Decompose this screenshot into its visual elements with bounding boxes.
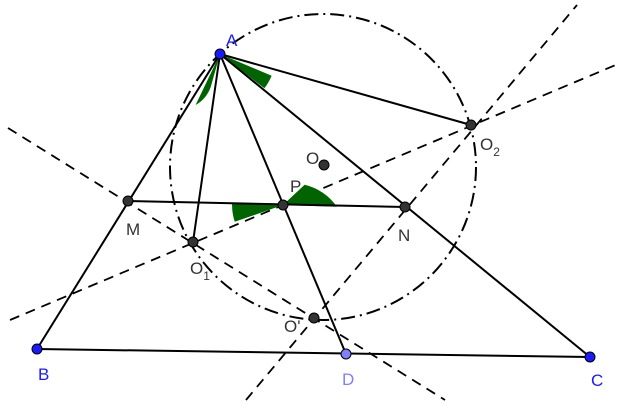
point-o-prime: [308, 312, 320, 324]
point-a: [214, 48, 226, 60]
point-m: [122, 195, 134, 207]
label-d: D: [342, 370, 354, 389]
label-p: P: [290, 177, 301, 196]
dashed-line-upper: [245, 4, 578, 401]
line-mn: [127, 200, 406, 208]
point-d: [340, 348, 352, 360]
dashed-line-left: [7, 127, 446, 401]
angle-mark-a-left: [195, 54, 220, 105]
point-o1: [187, 236, 199, 248]
circumcircle: [169, 13, 477, 321]
point-c: [584, 351, 596, 363]
label-o2: O2: [480, 135, 500, 159]
point-p: [277, 199, 289, 211]
label-b: B: [38, 365, 49, 384]
point-n: [399, 201, 411, 213]
label-o-prime: O': [284, 317, 300, 336]
label-o2-main: O: [480, 135, 493, 154]
label-o1: O1: [190, 259, 210, 283]
line-bc: [36, 348, 591, 358]
angle-mark-a-right: [220, 54, 272, 89]
label-o: O: [306, 149, 319, 168]
angle-mark-p-right: [283, 184, 337, 207]
label-c: C: [591, 371, 603, 390]
label-o1-main: O: [190, 259, 203, 278]
point-o: [318, 159, 330, 171]
label-o2-sub: 2: [493, 145, 500, 159]
line-ao1: [192, 53, 221, 243]
point-b: [31, 343, 43, 355]
label-m: M: [126, 220, 140, 239]
angle-mark-p-left: [232, 203, 283, 222]
point-o2: [465, 119, 477, 131]
label-o1-sub: 1: [203, 269, 210, 283]
label-a: A: [226, 31, 238, 50]
line-ao2: [219, 53, 472, 126]
label-n: N: [398, 226, 410, 245]
